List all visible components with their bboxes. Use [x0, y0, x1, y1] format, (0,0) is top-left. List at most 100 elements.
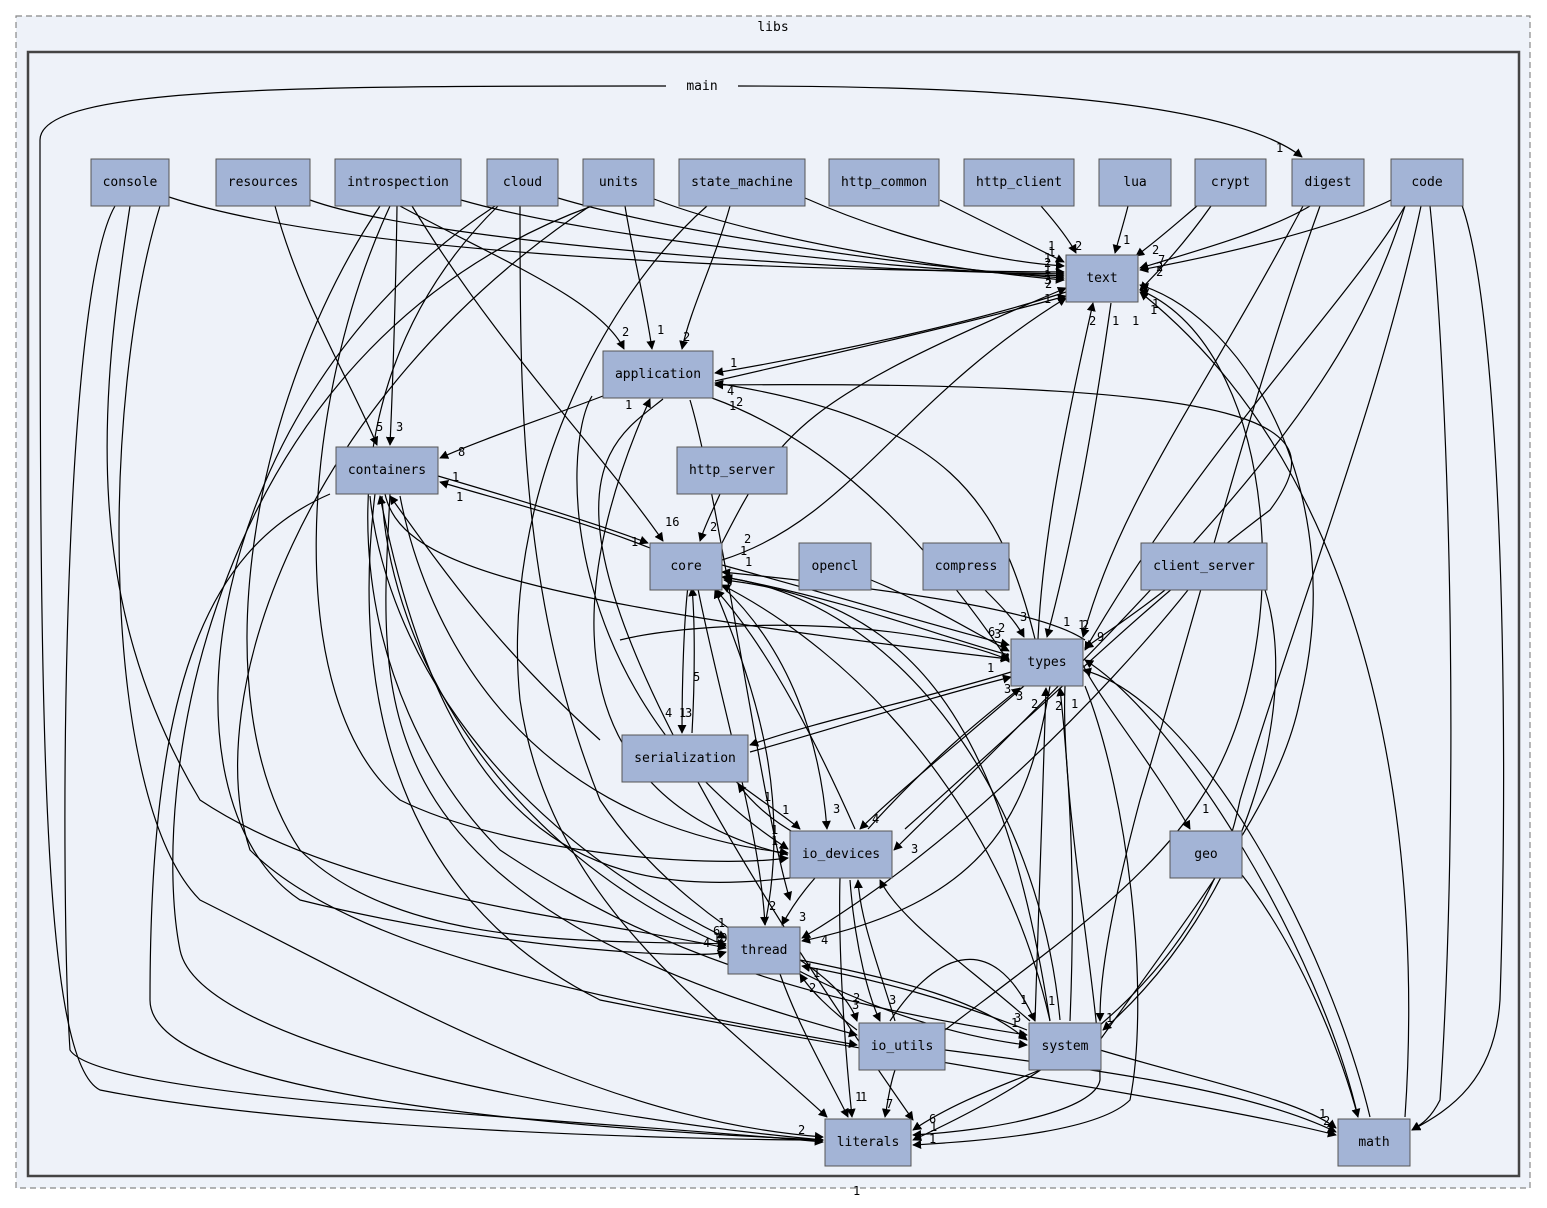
- edge-label: 6: [929, 1112, 936, 1126]
- edge-label: 1: [456, 490, 463, 504]
- edge-label: 1: [1150, 303, 1157, 317]
- dependency-edge: [714, 293, 1067, 382]
- node-box[interactable]: [1291, 158, 1365, 207]
- edge-label: 1: [625, 398, 632, 412]
- node-thread[interactable]: thread: [727, 926, 801, 975]
- node-serialization[interactable]: serialization: [621, 734, 749, 783]
- edge-label: 1: [718, 916, 725, 930]
- node-box[interactable]: [1390, 158, 1464, 207]
- node-crypt[interactable]: crypt: [1194, 158, 1267, 207]
- node-state-machine[interactable]: state_machine: [678, 158, 806, 207]
- edge-label: 1: [452, 470, 459, 484]
- dependency-edge: [714, 380, 1293, 830]
- node-box[interactable]: [858, 1022, 946, 1071]
- edge-label: 3: [799, 910, 806, 924]
- node-box[interactable]: [678, 158, 806, 207]
- node-label: cloud: [503, 175, 542, 190]
- node-box[interactable]: [334, 158, 462, 207]
- node-label: digest: [1305, 175, 1352, 190]
- node-text[interactable]: text: [1065, 254, 1139, 303]
- node-label: console: [103, 175, 158, 190]
- node-label: code: [1411, 175, 1442, 190]
- node-box[interactable]: [963, 158, 1075, 207]
- node-box[interactable]: [1140, 542, 1268, 591]
- edge-label: 3: [1004, 682, 1011, 696]
- dependency-edge: [939, 199, 1065, 263]
- edge-label: 1: [1048, 239, 1055, 253]
- edge-label: 3: [1044, 273, 1051, 287]
- node-box[interactable]: [1098, 158, 1172, 207]
- node-opencl[interactable]: opencl: [798, 542, 872, 591]
- node-introspection[interactable]: introspection: [334, 158, 462, 207]
- node-box[interactable]: [582, 158, 655, 207]
- edge-label: 3: [852, 998, 859, 1012]
- edge-label: 1: [813, 966, 820, 980]
- node-box[interactable]: [1169, 830, 1243, 879]
- node-box[interactable]: [798, 542, 872, 591]
- node-units[interactable]: units: [582, 158, 655, 207]
- node-box[interactable]: [90, 158, 170, 207]
- node-http-common[interactable]: http_common: [828, 158, 940, 207]
- node-box[interactable]: [1337, 1118, 1411, 1167]
- node-io-utils[interactable]: io_utils: [858, 1022, 946, 1071]
- dependency-edge: [1411, 205, 1452, 1131]
- node-compress[interactable]: compress: [922, 542, 1010, 591]
- dependency-edge: [804, 197, 1065, 270]
- node-core[interactable]: core: [649, 542, 723, 591]
- dependency-edge: [1082, 664, 1191, 830]
- edge-label: 3: [1016, 689, 1023, 703]
- node-box[interactable]: [1028, 1022, 1102, 1071]
- nodes: console resources introspection cloud units s…: [90, 158, 1464, 1167]
- node-http-client[interactable]: http_client: [963, 158, 1075, 207]
- node-types[interactable]: types: [1010, 638, 1084, 687]
- node-label: units: [599, 175, 638, 190]
- node-resources[interactable]: resources: [215, 158, 311, 207]
- node-label: crypt: [1211, 175, 1250, 190]
- node-code[interactable]: code: [1390, 158, 1464, 207]
- dependency-edge: [714, 379, 1036, 640]
- dependency-edge: [721, 297, 1067, 561]
- node-box[interactable]: [824, 1118, 912, 1167]
- node-box[interactable]: [621, 734, 749, 783]
- node-box[interactable]: [828, 158, 940, 207]
- node-label: io_utils: [871, 1039, 934, 1054]
- node-console[interactable]: console: [90, 158, 170, 207]
- node-io-devices[interactable]: io_devices: [789, 830, 893, 879]
- node-system[interactable]: system: [1028, 1022, 1102, 1071]
- dependency-edge: [1044, 302, 1112, 638]
- dependency-edge: [859, 685, 1025, 830]
- node-box[interactable]: [922, 542, 1010, 591]
- node-containers[interactable]: containers: [335, 446, 439, 495]
- node-geo[interactable]: geo: [1169, 830, 1243, 879]
- dependency-edge: [1241, 874, 1361, 1118]
- node-application[interactable]: application: [602, 350, 714, 399]
- node-box[interactable]: [676, 446, 788, 495]
- node-http-server[interactable]: http_server: [676, 446, 788, 495]
- node-digest[interactable]: digest: [1291, 158, 1365, 207]
- node-box[interactable]: [1194, 158, 1267, 207]
- node-lua[interactable]: lua: [1098, 158, 1172, 207]
- dependency-edge: [598, 398, 914, 1121]
- node-cloud[interactable]: cloud: [486, 158, 559, 207]
- edge-label: 6: [988, 625, 995, 639]
- node-box[interactable]: [486, 158, 559, 207]
- dependency-edge: [172, 205, 824, 1144]
- node-box[interactable]: [789, 830, 893, 879]
- node-box[interactable]: [649, 542, 723, 591]
- dependency-edge: [721, 585, 831, 830]
- edge-label: 3: [833, 802, 840, 816]
- node-box[interactable]: [1010, 638, 1084, 687]
- node-client-server[interactable]: client_server: [1140, 542, 1268, 591]
- node-label: system: [1042, 1039, 1089, 1054]
- edge-label: 9: [1097, 630, 1104, 644]
- edge-label: 1: [930, 1120, 937, 1134]
- node-literals[interactable]: literals: [824, 1118, 912, 1167]
- node-math[interactable]: math: [1337, 1118, 1411, 1167]
- node-box[interactable]: [602, 350, 714, 399]
- node-box[interactable]: [215, 158, 311, 207]
- node-box[interactable]: [727, 926, 801, 975]
- node-label: introspection: [347, 175, 449, 190]
- edge-label: 2: [1055, 699, 1062, 713]
- node-box[interactable]: [1065, 254, 1139, 303]
- node-box[interactable]: [335, 446, 439, 495]
